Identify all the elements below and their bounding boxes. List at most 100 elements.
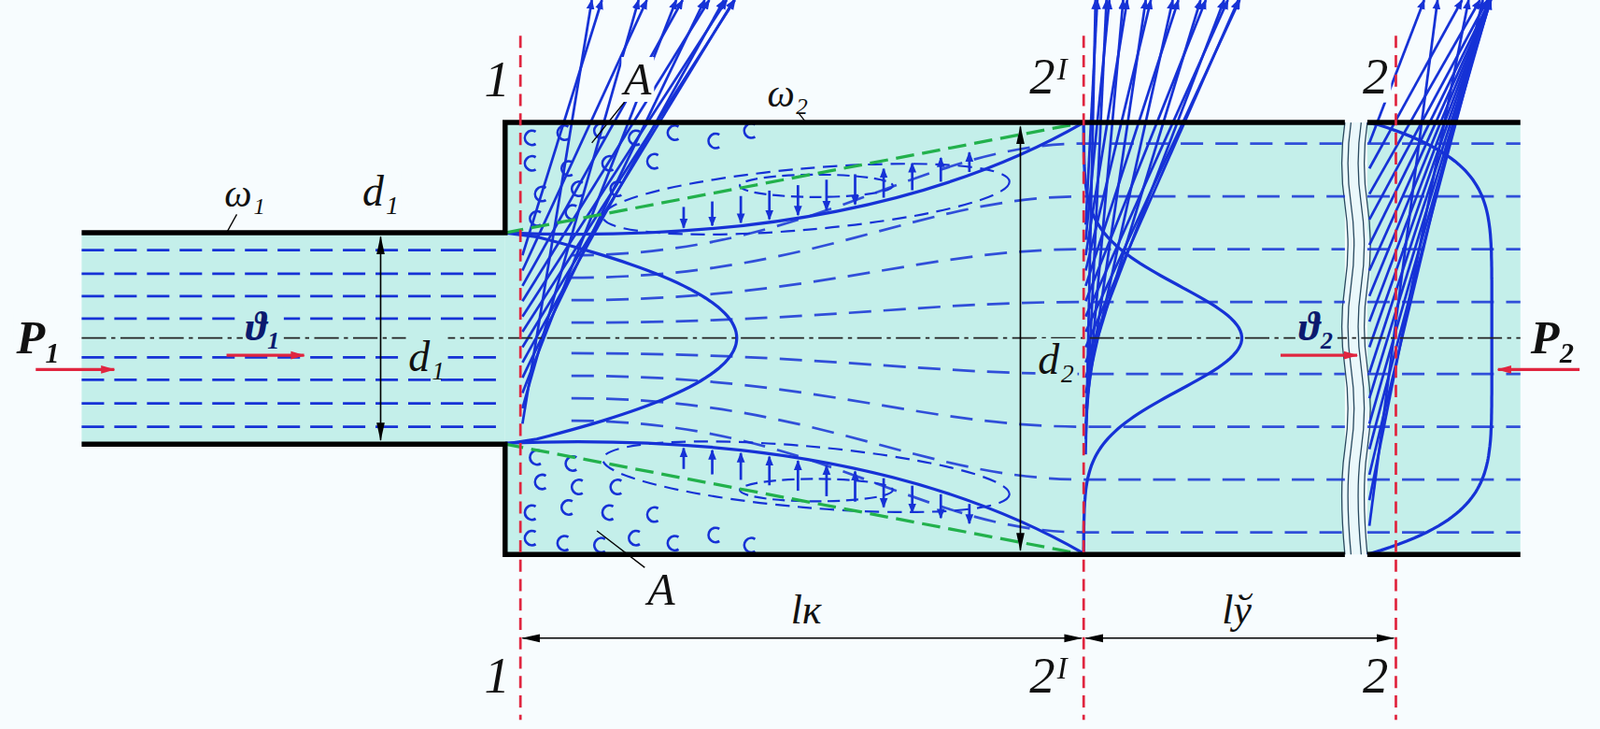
recirculation-vector xyxy=(710,450,714,475)
eddy-symbol xyxy=(524,155,537,170)
eddy-symbol xyxy=(535,186,547,201)
eddy-symbol xyxy=(744,538,756,553)
eddy-symbol xyxy=(557,536,569,551)
recirculation-vector xyxy=(967,152,971,172)
leader-line xyxy=(797,112,807,123)
eddy-symbol xyxy=(708,527,721,542)
leader-line xyxy=(226,213,238,233)
diagram-label: d₁ xyxy=(359,169,402,213)
recirculation-vector xyxy=(796,184,800,215)
eddy-symbol xyxy=(561,161,573,176)
eddy-symbol xyxy=(628,530,640,545)
eddy-symbol xyxy=(647,154,659,169)
diagram-label: P₁ xyxy=(13,312,64,360)
dimension-lk xyxy=(522,637,1082,639)
recirculation-vector xyxy=(825,179,829,211)
streamline xyxy=(571,143,1521,255)
streamline xyxy=(81,248,505,252)
diagram-label: ω₂ xyxy=(764,74,812,114)
streamline xyxy=(81,424,505,428)
eddy-symbol xyxy=(594,123,606,138)
eddy-symbol xyxy=(667,536,680,551)
jet-boundary xyxy=(505,443,1084,554)
jet-boundary xyxy=(505,122,1084,235)
eddy-symbol xyxy=(571,479,583,494)
dimension-d1 xyxy=(380,236,383,439)
streamline xyxy=(571,196,1521,278)
recirculation-vector xyxy=(967,503,971,524)
section-lines xyxy=(520,35,1396,720)
diagram-label: 1 xyxy=(481,650,512,702)
velocity-vector xyxy=(1369,0,1487,220)
eddy-symbol xyxy=(571,181,583,196)
diagram-label: 2 xyxy=(1359,51,1391,103)
streamline xyxy=(81,294,505,298)
velocity-vector xyxy=(1085,0,1106,439)
eddy-symbol xyxy=(524,130,537,145)
eddy-symbol xyxy=(557,125,569,140)
recirculation-vector xyxy=(853,173,857,204)
diagram-label: ϑ₁ xyxy=(242,306,284,348)
recirculation-vector xyxy=(853,470,857,501)
eddy-symbol xyxy=(594,538,606,553)
recirculation-vector xyxy=(939,157,943,182)
eddy-symbol xyxy=(535,474,547,489)
pressure-arrow xyxy=(35,368,114,371)
eddy-symbol xyxy=(529,450,541,465)
streamline xyxy=(81,271,505,275)
velocity-vector xyxy=(1085,0,1096,454)
pipe-walls xyxy=(81,122,1520,554)
recirculation-vector xyxy=(825,465,829,496)
diagram-label: 1 xyxy=(481,54,512,106)
diagram-label: lк xyxy=(788,589,825,631)
leader-line xyxy=(592,101,625,143)
eddy-symbol xyxy=(566,205,578,220)
pressure-arrow xyxy=(1498,368,1580,371)
diagram-label: A xyxy=(621,56,654,102)
velocity-arrow xyxy=(1280,353,1358,357)
diagram-label: ϑ₂ xyxy=(1295,306,1337,348)
recirculation-vector xyxy=(910,485,914,513)
recirculation-vector xyxy=(739,453,743,481)
recirculation-line xyxy=(600,427,1013,524)
recirculation-vector xyxy=(910,163,914,191)
diagram-label: ω₁ xyxy=(221,174,269,214)
velocity-vector xyxy=(522,0,677,394)
eddy-symbol xyxy=(708,133,721,148)
diagram-label: d₁ xyxy=(405,335,448,379)
diagram-label: d₂ xyxy=(1034,338,1077,382)
recirculation-vector xyxy=(882,169,886,199)
recirculation-vector xyxy=(767,456,771,486)
recirculation-line xyxy=(739,478,893,501)
streamline xyxy=(81,316,505,320)
recirculation-vector xyxy=(682,447,686,468)
eddy-symbol xyxy=(610,479,623,494)
eddy-symbol xyxy=(744,123,756,138)
recirculation-vector xyxy=(739,196,743,224)
eddy-symbol xyxy=(602,155,614,170)
diagram-label: P₂ xyxy=(1528,312,1579,360)
velocity-arrow xyxy=(226,353,305,357)
recirculation-vector xyxy=(796,460,800,491)
jet-boundary xyxy=(505,122,1084,233)
diagram-label: A xyxy=(644,566,678,612)
flow-elements xyxy=(81,0,1520,554)
recirculation-vector xyxy=(939,494,943,518)
eddy-symbol xyxy=(529,211,541,226)
diagram-label: 2ᴵ xyxy=(1026,51,1072,103)
eddy-symbol xyxy=(628,130,640,145)
recirculation-vector xyxy=(710,201,714,227)
eddy-symbol xyxy=(561,499,573,514)
streamline xyxy=(81,378,505,382)
recirculation-line xyxy=(739,174,893,198)
diagram-label: 2ᴵ xyxy=(1026,650,1072,702)
diagram-label: lў xyxy=(1218,589,1255,631)
eddy-symbol xyxy=(610,181,623,196)
recirculation-vector xyxy=(767,190,771,220)
leader-line xyxy=(596,530,645,567)
velocity-vector xyxy=(522,0,592,424)
recirculation-vector xyxy=(882,478,886,508)
eddy-symbol xyxy=(647,507,659,522)
eddy-symbol xyxy=(602,505,614,520)
